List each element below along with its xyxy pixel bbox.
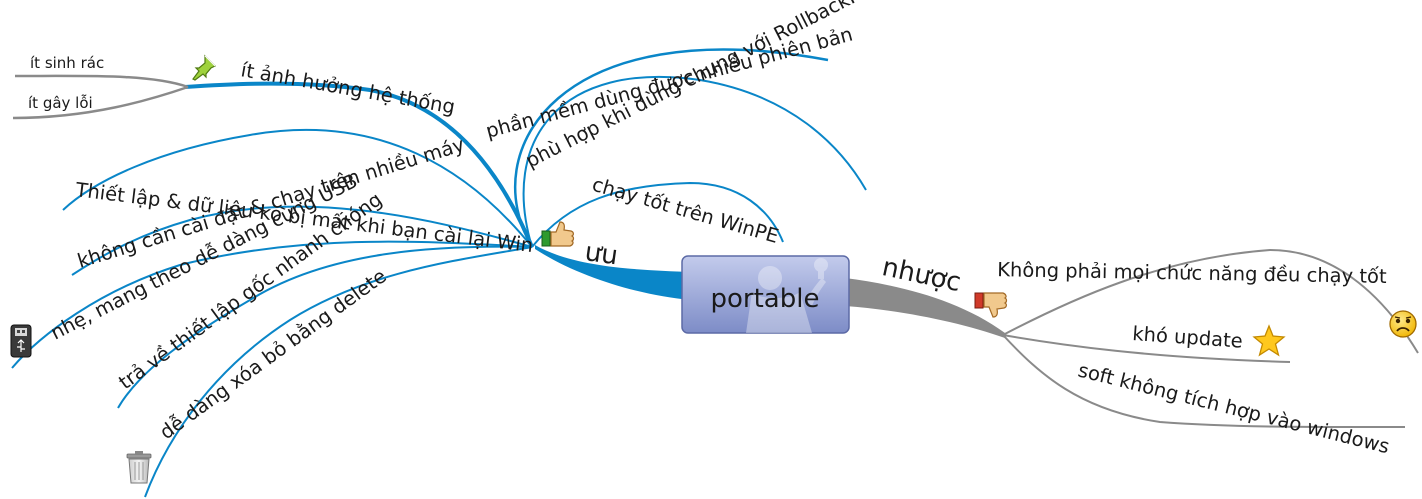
pros-item-delete[interactable]: dễ dàng xóa bỏ bằng delete <box>155 264 390 444</box>
inventor-illustration-icon <box>746 258 828 333</box>
cons-item-hard-update[interactable]: khó update <box>1132 322 1244 353</box>
connector-not-integrated <box>1002 334 1406 429</box>
central-topic-label: portable <box>711 284 820 314</box>
connector-less-junk <box>14 74 189 89</box>
connector-less-errors <box>12 85 189 120</box>
connector-no-install <box>71 205 533 276</box>
sub-connectors <box>12 74 189 120</box>
usb-drive-icon <box>10 324 32 358</box>
connector-winpe <box>531 181 784 248</box>
connector-rollbackrx <box>522 75 867 248</box>
connector-multi-version <box>513 48 829 248</box>
pros-connectors <box>11 48 867 498</box>
pros-branch[interactable]: ưu <box>541 221 620 271</box>
connector-system-impact <box>184 81 534 248</box>
connector-hard-update <box>1002 334 1291 363</box>
main-branch-cons <box>845 278 1005 338</box>
star-icon <box>1252 324 1286 357</box>
sad-face-icon <box>1389 310 1417 338</box>
connector-settings-kept <box>62 128 533 248</box>
connector-usb <box>11 240 533 369</box>
pros-label: ưu <box>583 237 620 271</box>
pros-item-system-impact[interactable]: ít ảnh hưởng hệ thống <box>239 58 457 118</box>
central-topic[interactable]: portable <box>681 255 850 334</box>
cons-connectors <box>845 248 1419 429</box>
cons-item-not-integrated[interactable]: soft không tích hợp vào windows <box>1076 359 1392 459</box>
trash-can-icon <box>126 451 152 484</box>
connector-factory-reset <box>117 245 533 409</box>
thumbs-down-icon <box>974 292 1008 318</box>
thumbs-up-icon <box>541 221 575 247</box>
connector-delete <box>144 246 533 498</box>
connector-not-all-features <box>1002 248 1419 354</box>
sub-item-less-junk[interactable]: ít sinh rác <box>30 54 104 72</box>
pushpin-icon <box>192 54 217 81</box>
main-branch-pros <box>535 245 690 300</box>
sub-item-less-errors[interactable]: ít gây lỗi <box>28 94 93 112</box>
